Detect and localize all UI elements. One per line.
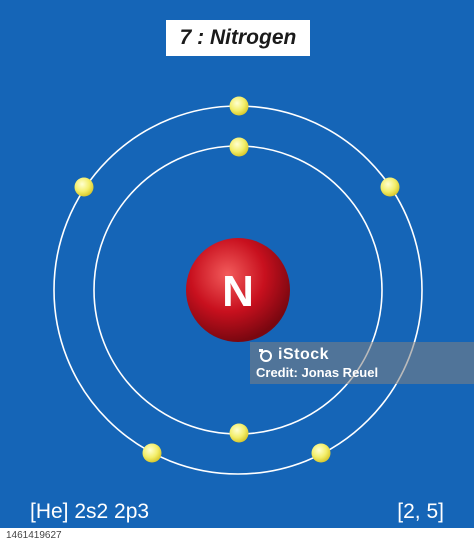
- nucleus: [186, 238, 290, 342]
- electron: [380, 177, 400, 197]
- shell-distribution: [2, 5]: [397, 500, 444, 523]
- stock-id: 1461419627: [6, 530, 62, 541]
- istock-logo-icon: [259, 349, 272, 362]
- watermark-credit: Credit: Jonas Reuel: [256, 365, 379, 380]
- watermark-brand: iStock: [278, 346, 330, 363]
- electron-configuration: [He] 2s2 2p3: [30, 500, 150, 523]
- nucleus-symbol: N: [222, 267, 254, 316]
- electron: [311, 443, 331, 463]
- stock-watermark: iStock Credit: Jonas Reuel: [250, 342, 474, 384]
- electron: [74, 177, 94, 197]
- electron: [229, 137, 249, 157]
- stock-id-bar: 1461419627: [0, 528, 474, 545]
- element-title: 7 : Nitrogen: [166, 20, 310, 56]
- electron: [142, 443, 162, 463]
- electron: [229, 423, 249, 443]
- electron: [229, 96, 249, 116]
